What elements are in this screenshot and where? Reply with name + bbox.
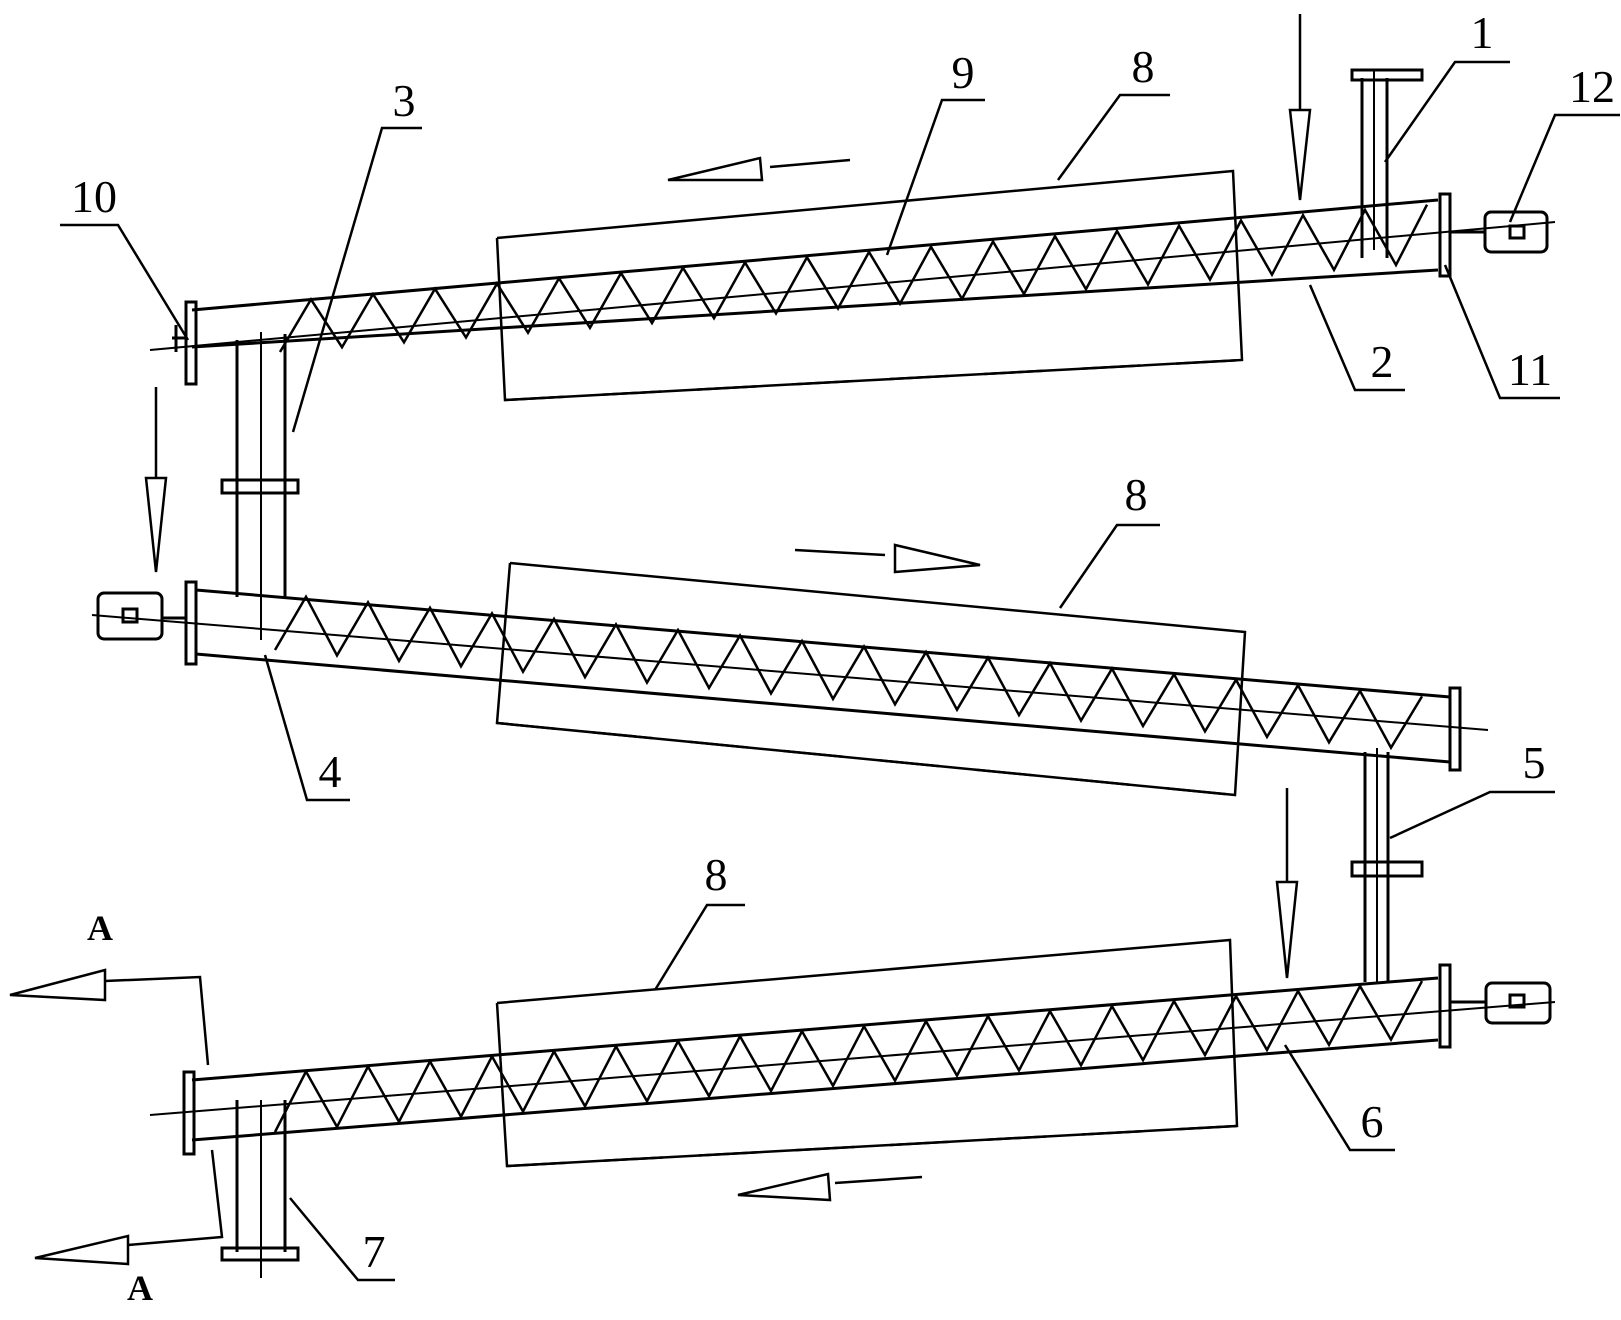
label-1: 1 bbox=[1471, 7, 1494, 58]
screw-flight-middle bbox=[273, 594, 1424, 751]
label-11: 11 bbox=[1508, 344, 1552, 395]
label-9: 9 bbox=[952, 47, 975, 98]
screw-conveyor-middle bbox=[91, 580, 1489, 772]
label-8-top: 8 bbox=[1132, 41, 1155, 92]
label-7: 7 bbox=[363, 1226, 386, 1277]
flow-left-arrow-top-icon bbox=[667, 156, 851, 182]
section-label-a-bottom: A bbox=[127, 1268, 153, 1308]
heating-jacket-middle bbox=[495, 561, 1247, 797]
label-12: 12 bbox=[1569, 61, 1615, 112]
feed-arrow-bottom-icon bbox=[1275, 788, 1299, 979]
label-10: 10 bbox=[71, 171, 117, 222]
screw-conveyor-top bbox=[149, 192, 1556, 386]
label-8-bottom: 8 bbox=[705, 849, 728, 900]
leader-lines bbox=[60, 60, 1620, 1282]
motor-bottom-right bbox=[1450, 981, 1552, 1025]
transfer-pipe-3 bbox=[220, 332, 300, 640]
outlet-pipe-7 bbox=[220, 1100, 300, 1278]
flow-left-arrow-bottom-icon bbox=[737, 1172, 923, 1202]
screw-flight-bottom bbox=[273, 980, 1424, 1133]
label-2: 2 bbox=[1371, 336, 1394, 387]
screw-conveyor-bottom bbox=[149, 963, 1556, 1156]
label-8-middle: 8 bbox=[1125, 469, 1148, 520]
section-label-a-top: A bbox=[87, 908, 113, 948]
inlet-pipe-1 bbox=[1350, 68, 1424, 258]
transfer-pipe-5 bbox=[1350, 748, 1424, 982]
heating-jacket-top bbox=[495, 169, 1244, 402]
flow-arrows bbox=[9, 14, 1312, 1266]
heating-jacket-bottom bbox=[495, 938, 1239, 1168]
section-line-a-a bbox=[9, 968, 224, 1266]
feed-arrow-middle-icon bbox=[144, 387, 168, 573]
label-5: 5 bbox=[1523, 737, 1546, 788]
motor-middle-left bbox=[96, 591, 186, 641]
flow-right-arrow-middle-icon bbox=[794, 543, 981, 574]
label-3: 3 bbox=[393, 75, 416, 126]
feed-arrow-top-icon bbox=[1288, 14, 1312, 201]
motor-top-right bbox=[1450, 210, 1549, 254]
label-6: 6 bbox=[1361, 1096, 1384, 1147]
callout-labels: 1 12 11 2 9 8 3 10 8 4 5 8 6 7 A A bbox=[71, 7, 1615, 1308]
label-4: 4 bbox=[319, 746, 342, 797]
